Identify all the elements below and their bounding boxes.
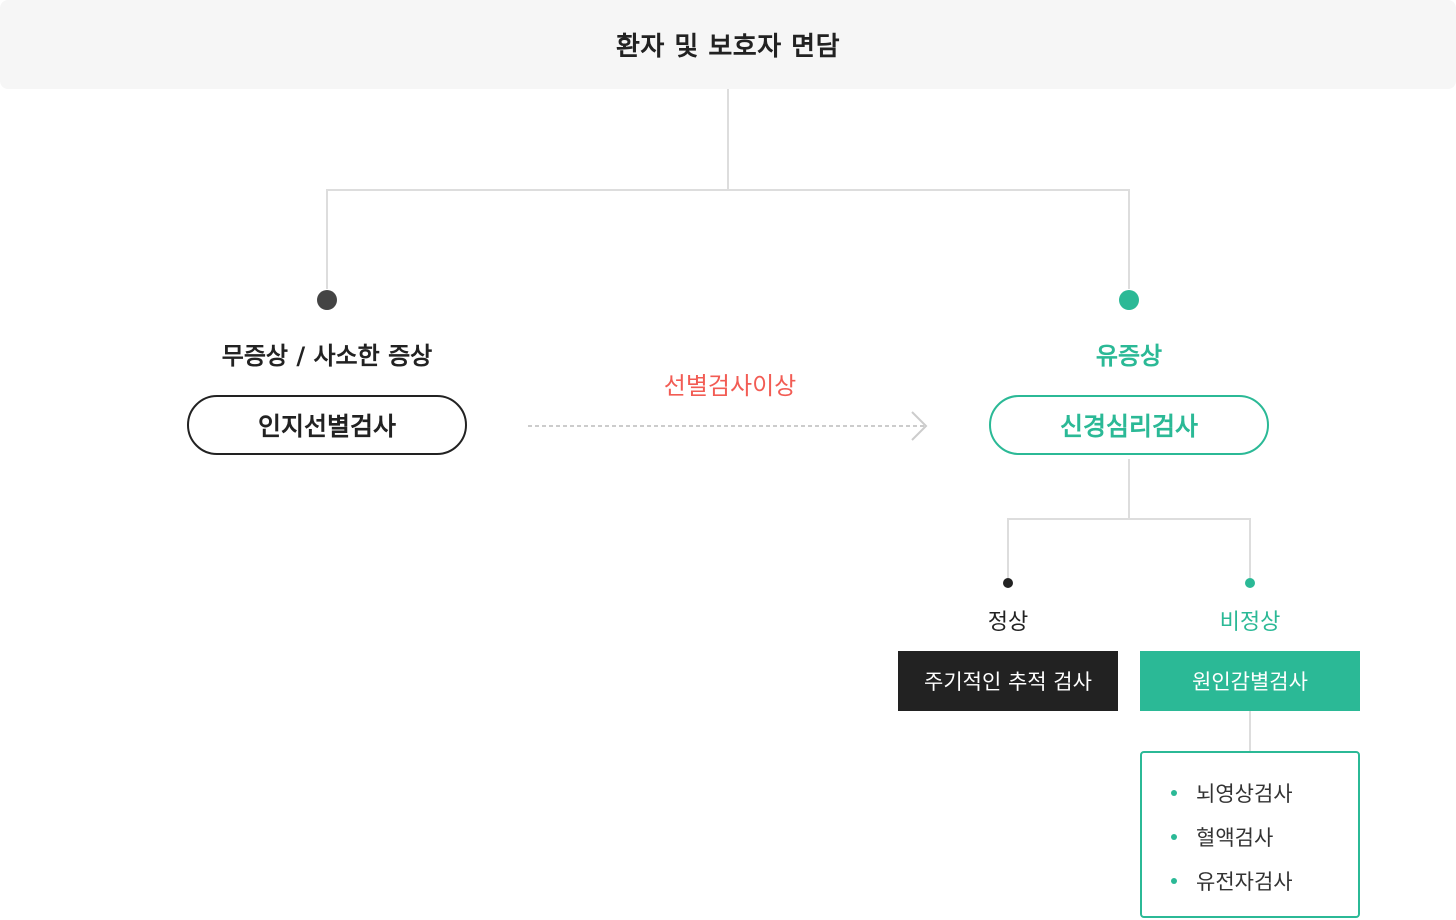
dashed-arrow bbox=[528, 411, 928, 441]
abnormal-dot bbox=[1245, 578, 1255, 588]
right-category-label: 유증상 bbox=[1095, 342, 1163, 370]
cause-differentiation-box: 원인감별검사 bbox=[1140, 651, 1360, 711]
normal-label: 정상 bbox=[987, 610, 1029, 635]
left-node-dot bbox=[317, 290, 337, 310]
connector-sub-trunk bbox=[1128, 459, 1130, 519]
bullet-icon bbox=[1171, 878, 1177, 884]
interview-title: 환자 및 보호자 면담 bbox=[615, 32, 840, 62]
periodic-followup-label: 주기적인 추적 검사 bbox=[924, 670, 1092, 694]
left-category-label: 무증상 / 사소한 증상 bbox=[221, 342, 433, 370]
connector-normal-drop bbox=[1007, 518, 1009, 578]
connector-sub-branch bbox=[1007, 518, 1251, 520]
connector-trunk bbox=[727, 89, 729, 190]
bullet-icon bbox=[1171, 834, 1177, 840]
differential-tests-list: 뇌영상검사 혈액검사 유전자검사 bbox=[1140, 751, 1360, 918]
bullet-icon bbox=[1171, 790, 1177, 796]
connector-left-drop bbox=[326, 189, 328, 289]
interview-header: 환자 및 보호자 면담 bbox=[0, 0, 1456, 89]
cause-differentiation-label: 원인감별검사 bbox=[1192, 670, 1308, 694]
neuropsych-test-node: 신경심리검사 bbox=[989, 395, 1269, 455]
cognitive-screening-label: 인지선별검사 bbox=[257, 412, 396, 441]
abnormal-label: 비정상 bbox=[1219, 610, 1281, 635]
cognitive-screening-node: 인지선별검사 bbox=[187, 395, 467, 455]
right-node-dot bbox=[1119, 290, 1139, 310]
list-item: 뇌영상검사 bbox=[1196, 782, 1293, 806]
connector-right-drop bbox=[1128, 189, 1130, 289]
normal-dot bbox=[1003, 578, 1013, 588]
list-item: 혈액검사 bbox=[1196, 826, 1274, 850]
neuropsych-test-label: 신경심리검사 bbox=[1059, 412, 1198, 441]
connector-list-drop bbox=[1249, 711, 1251, 751]
arrow-head-icon bbox=[911, 411, 928, 441]
connector-abnormal-drop bbox=[1249, 518, 1251, 578]
periodic-followup-box: 주기적인 추적 검사 bbox=[898, 651, 1118, 711]
screening-abnormal-label: 선별검사이상 bbox=[663, 372, 797, 400]
connector-branch bbox=[326, 189, 1130, 191]
list-item: 유전자검사 bbox=[1196, 870, 1293, 894]
